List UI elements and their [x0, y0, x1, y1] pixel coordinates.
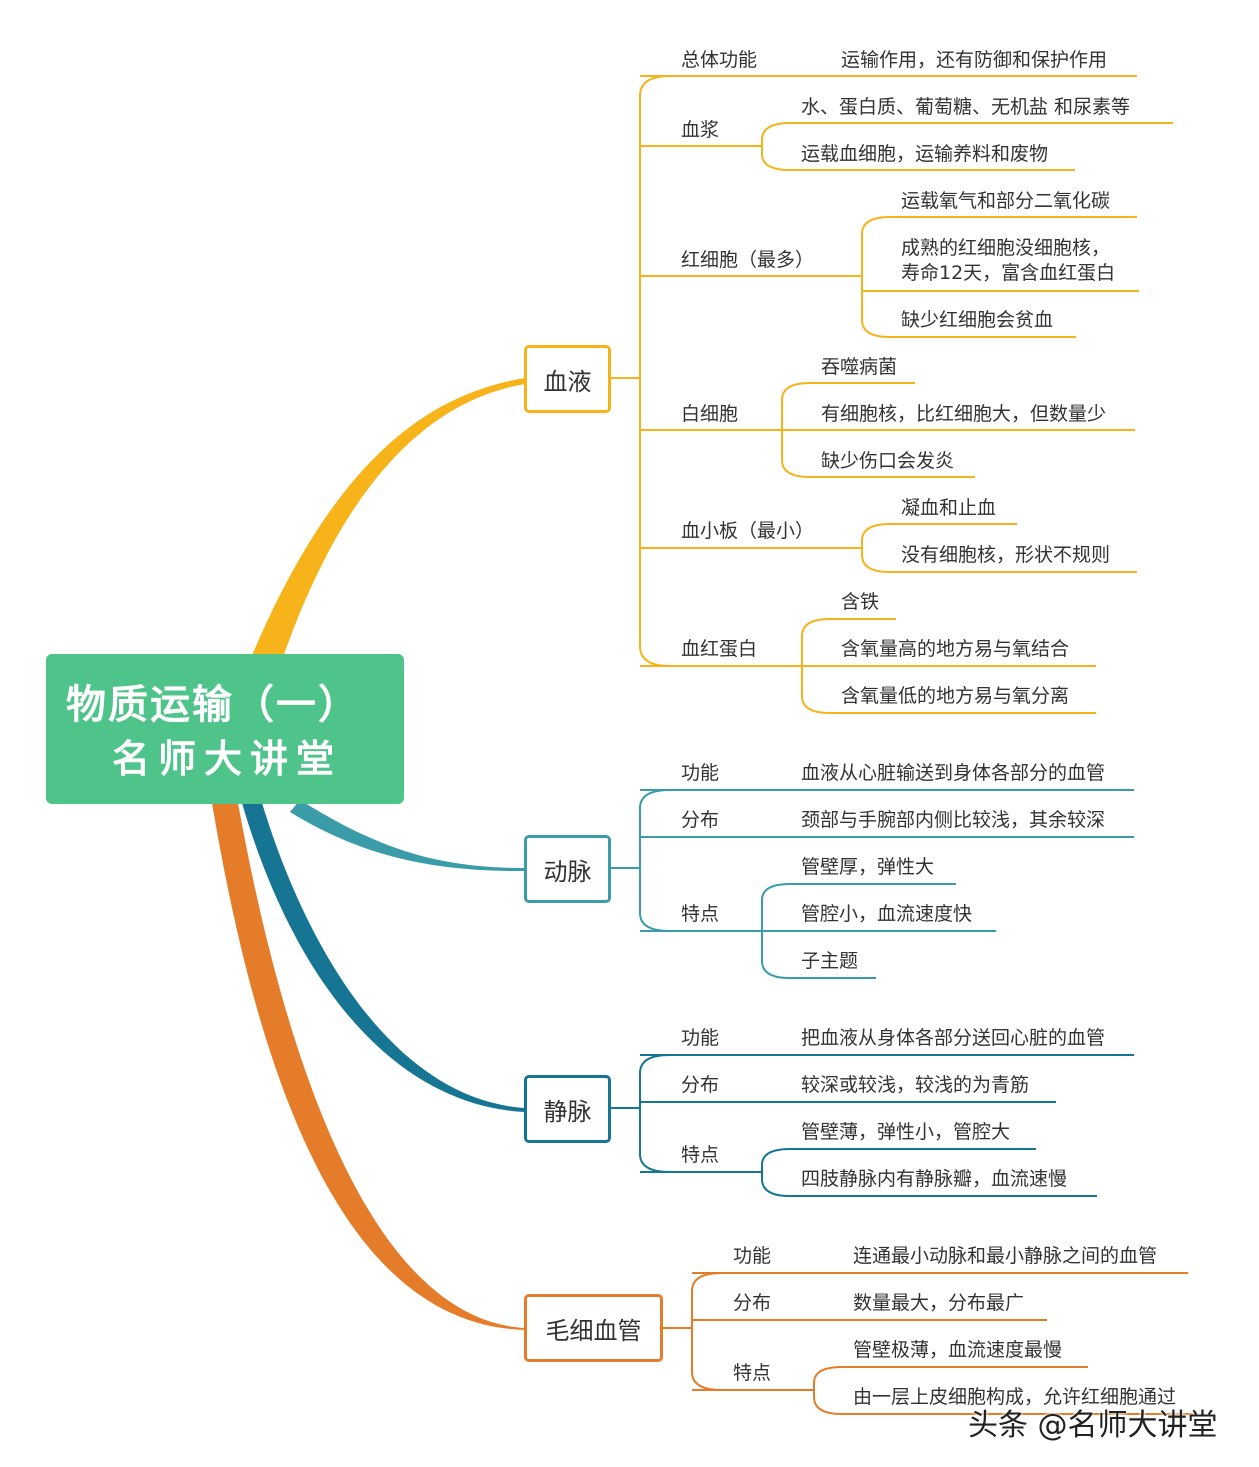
node-capillary-features[interactable]: 特点: [733, 1362, 772, 1384]
leaf-item[interactable]: 由一层上皮细胞构成，允许红细胞通过: [853, 1386, 1177, 1408]
leaf-item[interactable]: 颈部与手腕部内侧比较浅，其余较深: [801, 809, 1106, 831]
artery-connectors: [611, 789, 1134, 979]
node-hemoglobin[interactable]: 血红蛋白: [681, 638, 758, 660]
leaf-item[interactable]: 含铁: [841, 591, 880, 613]
leaf-item[interactable]: 数量最大，分布最广: [853, 1292, 1025, 1314]
branch-vein[interactable]: 静脉: [524, 1075, 611, 1143]
leaf-item[interactable]: 管腔小，血流速度快: [801, 903, 973, 925]
leaf-item[interactable]: 运载氧气和部分二氧化碳: [901, 190, 1111, 212]
node-vein-distribution[interactable]: 分布: [681, 1074, 720, 1096]
leaf-item[interactable]: 含氧量高的地方易与氧结合: [841, 638, 1070, 660]
leaf-item[interactable]: 子主题: [801, 950, 859, 972]
root-title: 物质运输（一）: [66, 682, 360, 728]
branch-capillary[interactable]: 毛细血管: [524, 1294, 663, 1362]
root-subtitle: 名师大讲堂: [112, 736, 343, 781]
leaf-item[interactable]: 管壁厚，弹性大: [801, 856, 935, 878]
node-vein-function[interactable]: 功能: [681, 1027, 720, 1049]
node-capillary-distribution[interactable]: 分布: [733, 1292, 772, 1314]
leaf-item[interactable]: 运载血细胞，运输养料和废物: [801, 143, 1049, 165]
leaf-item[interactable]: 水、蛋白质、葡萄糖、无机盐 和尿素等: [801, 96, 1131, 118]
leaf-item[interactable]: 血液从心脏输送到身体各部分的血管: [801, 762, 1106, 784]
node-vein-features[interactable]: 特点: [681, 1144, 720, 1166]
leaf-item[interactable]: 吞噬病菌: [821, 356, 898, 378]
trunk-vein: [242, 803, 525, 1112]
leaf-item[interactable]: 四肢静脉内有静脉瓣，血流速慢: [801, 1168, 1068, 1190]
node-platelet[interactable]: 血小板（最小）: [681, 520, 815, 542]
leaf-item[interactable]: 成熟的红细胞没细胞核，: [901, 237, 1111, 259]
vein-connectors: [611, 1054, 1134, 1197]
trunk-blood: [250, 378, 525, 660]
branch-blood[interactable]: 血液: [524, 345, 611, 413]
capillary-connectors: [663, 1272, 1196, 1415]
node-capillary-function[interactable]: 功能: [733, 1245, 772, 1267]
root-topic[interactable]: [46, 654, 404, 804]
leaf-item[interactable]: 凝血和止血: [901, 497, 997, 519]
leaf-item[interactable]: 管壁极薄，血流速度最慢: [853, 1339, 1063, 1361]
leaf-item[interactable]: 连通最小动脉和最小静脉之间的血管: [853, 1245, 1158, 1267]
leaf-item[interactable]: 较深或较浅，较浅的为青筋: [801, 1074, 1030, 1096]
node-plasma[interactable]: 血浆: [681, 119, 720, 141]
node-red-blood-cell[interactable]: 红细胞（最多）: [681, 249, 815, 271]
node-overall-function[interactable]: 总体功能: [681, 49, 758, 71]
node-artery-features[interactable]: 特点: [681, 903, 720, 925]
node-artery-distribution[interactable]: 分布: [681, 809, 720, 831]
leaf-item[interactable]: 没有细胞核，形状不规则: [901, 544, 1111, 566]
blood-connectors: [611, 75, 1173, 714]
branch-artery[interactable]: 动脉: [524, 835, 611, 903]
trunk-artery: [290, 800, 525, 872]
node-artery-function[interactable]: 功能: [681, 762, 720, 784]
leaf-item[interactable]: 管壁薄，弹性小，管腔大: [801, 1121, 1011, 1143]
leaf-item[interactable]: 缺少红细胞会贫血: [901, 309, 1054, 331]
leaf-item[interactable]: 缺少伤口会发炎: [821, 450, 955, 472]
node-white-blood-cell[interactable]: 白细胞: [681, 403, 739, 425]
leaf-item[interactable]: 寿命12天，富含血红蛋白: [901, 262, 1116, 284]
leaf-item[interactable]: 含氧量低的地方易与氧分离: [841, 685, 1070, 707]
watermark: 头条 @名师大讲堂: [968, 1408, 1218, 1443]
trunk-capillary: [212, 803, 525, 1330]
leaf-item[interactable]: 把血液从身体各部分送回心脏的血管: [801, 1027, 1106, 1049]
leaf-item[interactable]: 运输作用，还有防御和保护作用: [841, 49, 1108, 71]
leaf-item[interactable]: 有细胞核，比红细胞大，但数量少: [821, 403, 1107, 425]
